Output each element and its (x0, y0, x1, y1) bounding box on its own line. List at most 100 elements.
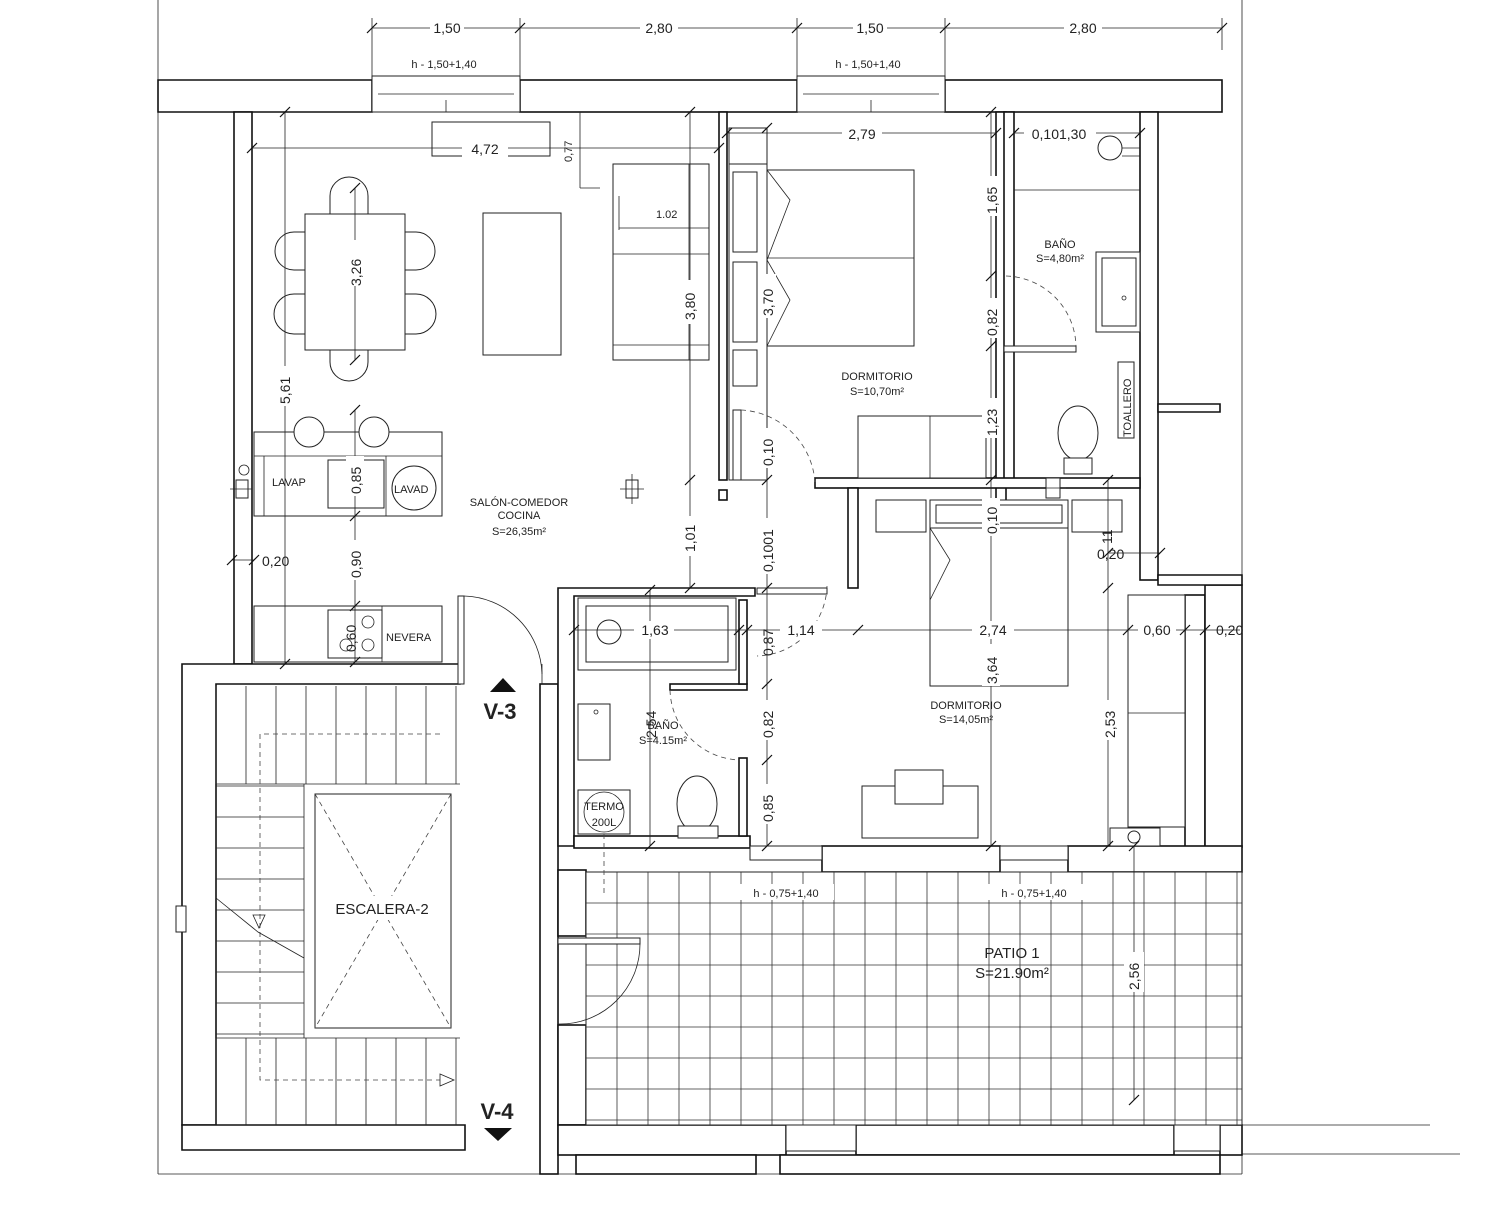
dim-114: 1,14 (787, 622, 814, 638)
coffee-table (482, 212, 562, 356)
dim-101: 1,01 (682, 525, 698, 552)
dimension-tick (741, 624, 753, 636)
dim-256: 2,56 (1126, 963, 1142, 990)
salon-area: S=26,35m² (492, 526, 546, 538)
dimension-tick (684, 474, 696, 486)
dimension-tick (279, 106, 291, 118)
dimension-tick (349, 510, 361, 522)
dimension-tick (684, 106, 696, 118)
dim-380: 3,80 (682, 293, 698, 320)
dimension-tick (349, 600, 361, 612)
dimension-tick (761, 474, 773, 486)
window-height-2: h - 1,50+1,40 (835, 59, 900, 71)
dimension-tick (246, 142, 258, 154)
window-height-3: h - 0,75+1,40 (753, 888, 818, 900)
dim-top-3: 1,50 (856, 20, 883, 36)
dimension-tick (349, 656, 361, 668)
dim-254: 2,54 (643, 711, 659, 738)
dimension-tick (349, 354, 361, 366)
bath2-toilet (676, 775, 718, 833)
dim-472: 4,72 (471, 141, 498, 157)
dim-165: 1,65 (984, 187, 1000, 214)
dimension-tick (349, 404, 361, 416)
room-labels: SALÓN-COMEDOR COCINA S=26,35m² DORMITORI… (318, 238, 1084, 982)
dimension-tick (985, 474, 997, 486)
sofa (612, 163, 710, 361)
bano2-name: BAÑO (647, 719, 679, 732)
bath1-toilet (1057, 405, 1099, 461)
dimension-tick (761, 122, 773, 134)
dim-010-b: 0,10 (984, 507, 1000, 534)
dim-010-a: 0,10 (760, 439, 776, 466)
dim-274: 2,74 (979, 622, 1006, 638)
dim-060-b: 0,60 (343, 625, 359, 652)
termo-label-1: TERMO (584, 801, 624, 813)
patio-door (557, 937, 641, 1025)
dimension-tick (761, 678, 773, 690)
dim-102: 1.02 (656, 209, 677, 221)
dim-123: 1,23 (984, 409, 1000, 436)
dim-077: 0,77 (563, 141, 575, 162)
dim-364: 3,64 (984, 657, 1000, 684)
dim-163: 1,63 (641, 622, 668, 638)
dimension-tick (1128, 840, 1140, 852)
dimension-tick (713, 142, 725, 154)
dimension-tick (990, 127, 1002, 139)
dorm1-area: S=10,70m² (850, 386, 904, 398)
dimension-tick (985, 270, 997, 282)
dimension-tick (1102, 840, 1114, 852)
dimension-tick (1154, 547, 1166, 559)
dimension-tick (1102, 547, 1114, 559)
section-v4-arrow-icon (484, 1128, 512, 1141)
dimension-tick (349, 182, 361, 194)
dimension-tick (852, 624, 864, 636)
patio-tiles (585, 871, 1243, 1126)
section-marks: V-3 V-4 (480, 678, 517, 1141)
towel-rail (1117, 361, 1135, 439)
bano1-name: BAÑO (1044, 238, 1076, 251)
dimension-tick (761, 582, 773, 594)
salon-furniture: LAVAP LAVAD NEVERA (230, 121, 710, 663)
dimension-tick (1199, 624, 1211, 636)
salon-name: SALÓN-COMEDOR (470, 496, 568, 509)
toallero-label: TOALLERO (1122, 378, 1134, 437)
dorm2-area: S=14,05m² (939, 714, 993, 726)
section-v3-label: V-3 (483, 699, 516, 724)
dim-060-a: 0,60 (1143, 622, 1170, 638)
dim-020-c: 0,20 (1216, 622, 1243, 638)
bano2-area: S=4.15m² (639, 735, 687, 747)
dim-010-130: 0,101,30 (1032, 126, 1087, 142)
dimension-tick (1134, 127, 1146, 139)
termo-label-2: 200L (592, 817, 616, 829)
dimension-tick (1122, 624, 1134, 636)
nevera-label: NEVERA (386, 632, 432, 644)
dim-085-a: 0,85 (348, 467, 364, 494)
dimension-tick (684, 582, 696, 594)
bath2-fixtures: TERMO 200L (577, 597, 741, 896)
dim-020-a: 0,20 (262, 553, 289, 569)
lavad-label: LAVAD (394, 484, 428, 496)
dimension-tick (721, 127, 733, 139)
dimension-tick (733, 624, 745, 636)
dimension-tick (226, 554, 238, 566)
dim-561: 5,61 (277, 377, 293, 404)
dimension-tick (985, 840, 997, 852)
dimension-tick (1102, 582, 1114, 594)
dim-090: 0,90 (348, 551, 364, 578)
dimension-tick (761, 840, 773, 852)
dimension-tick (985, 106, 997, 118)
dimension-tick (568, 624, 580, 636)
dim-253: 2,53 (1102, 711, 1118, 738)
dim-020-b: 0,20 (1097, 546, 1124, 562)
dimension-tick (1102, 474, 1114, 486)
dim-top-4: 2,80 (1069, 20, 1096, 36)
dimension-tick (644, 840, 656, 852)
dimension-tick (1179, 624, 1191, 636)
dimension-tick (985, 340, 997, 352)
dorm2-name: DORMITORIO (930, 700, 1002, 712)
dim-top-2: 2,80 (645, 20, 672, 36)
dimension-tick (761, 754, 773, 766)
dim-087: 0,87 (760, 629, 776, 656)
section-v3-arrow-icon (490, 678, 516, 692)
dim-279: 2,79 (848, 126, 875, 142)
